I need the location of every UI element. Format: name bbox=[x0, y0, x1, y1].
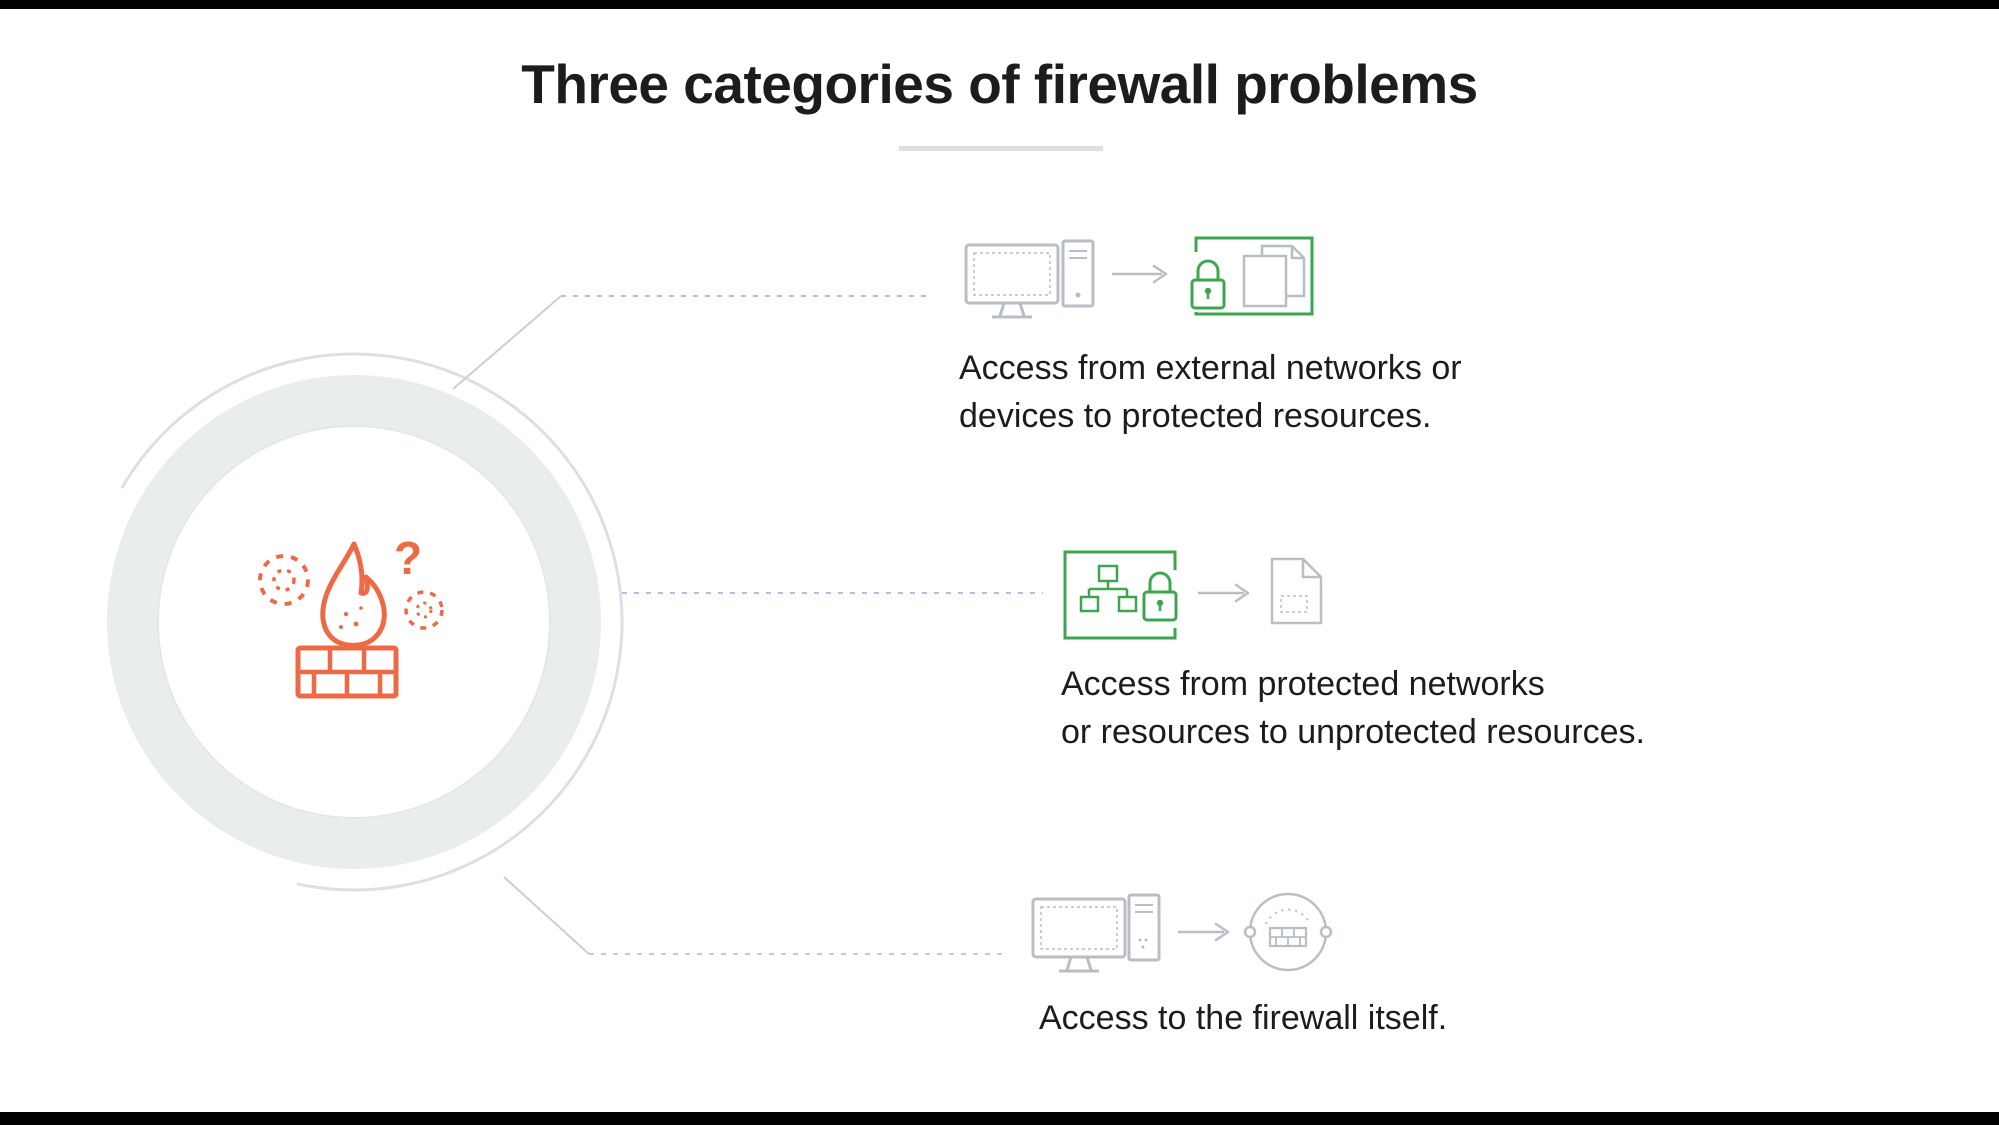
connector-bottom-diagonal bbox=[503, 876, 590, 955]
protected-network-lock-icon bbox=[1063, 550, 1182, 640]
arrow-right-icon bbox=[1178, 922, 1230, 942]
question-mark: ? bbox=[394, 532, 422, 584]
caption-line: devices to protected resources. bbox=[959, 397, 1432, 435]
caption-firewall-itself: Access to the firewall itself. bbox=[1039, 994, 1447, 1042]
flame-dot bbox=[343, 611, 349, 617]
caption-line: Access from external networks or bbox=[959, 349, 1462, 387]
caption-line: or resources to unprotected resources. bbox=[1061, 713, 1645, 751]
arrow-right-icon bbox=[1198, 583, 1250, 603]
caption-line: Access to the firewall itself. bbox=[1039, 999, 1448, 1037]
lock-icon bbox=[1140, 570, 1182, 628]
outer-ring-arc bbox=[84, 352, 624, 892]
flame-dot bbox=[359, 606, 363, 610]
computer-icon bbox=[1031, 893, 1161, 973]
caption-external-to-protected: Access from external networks or devices… bbox=[959, 344, 1462, 440]
thick-ring bbox=[107, 375, 601, 869]
computer-icon bbox=[964, 239, 1095, 319]
arrow-right-icon bbox=[1112, 264, 1168, 284]
flame-outline bbox=[320, 541, 387, 648]
inner-circle bbox=[157, 425, 551, 819]
firewall-node-icon bbox=[1243, 892, 1333, 972]
gear-icon bbox=[404, 590, 444, 630]
connector-top-diagonal bbox=[452, 295, 562, 390]
gear-icon bbox=[258, 554, 310, 606]
connector-lines bbox=[452, 295, 1043, 955]
firewall-flame-icon: ? bbox=[258, 532, 444, 699]
page-title: Three categories of firewall problems bbox=[521, 53, 1478, 115]
network-icon bbox=[1079, 564, 1138, 613]
lock-protected-documents-icon bbox=[1188, 236, 1314, 316]
top-black-bar bbox=[0, 0, 1999, 9]
title-underline bbox=[899, 146, 1103, 151]
caption-protected-to-unprotected: Access from protected networks or resour… bbox=[1061, 660, 1645, 756]
brick-wall-icon bbox=[295, 645, 399, 699]
lock-icon bbox=[1188, 252, 1230, 312]
document-icon bbox=[1242, 254, 1288, 308]
flame-dot bbox=[339, 625, 343, 629]
document-icon bbox=[1270, 557, 1323, 625]
bottom-black-bar bbox=[0, 1112, 1999, 1125]
firewall-circle-graphic: ? bbox=[84, 352, 624, 892]
caption-line: Access from protected networks bbox=[1061, 665, 1545, 703]
flame-dot bbox=[353, 621, 359, 627]
